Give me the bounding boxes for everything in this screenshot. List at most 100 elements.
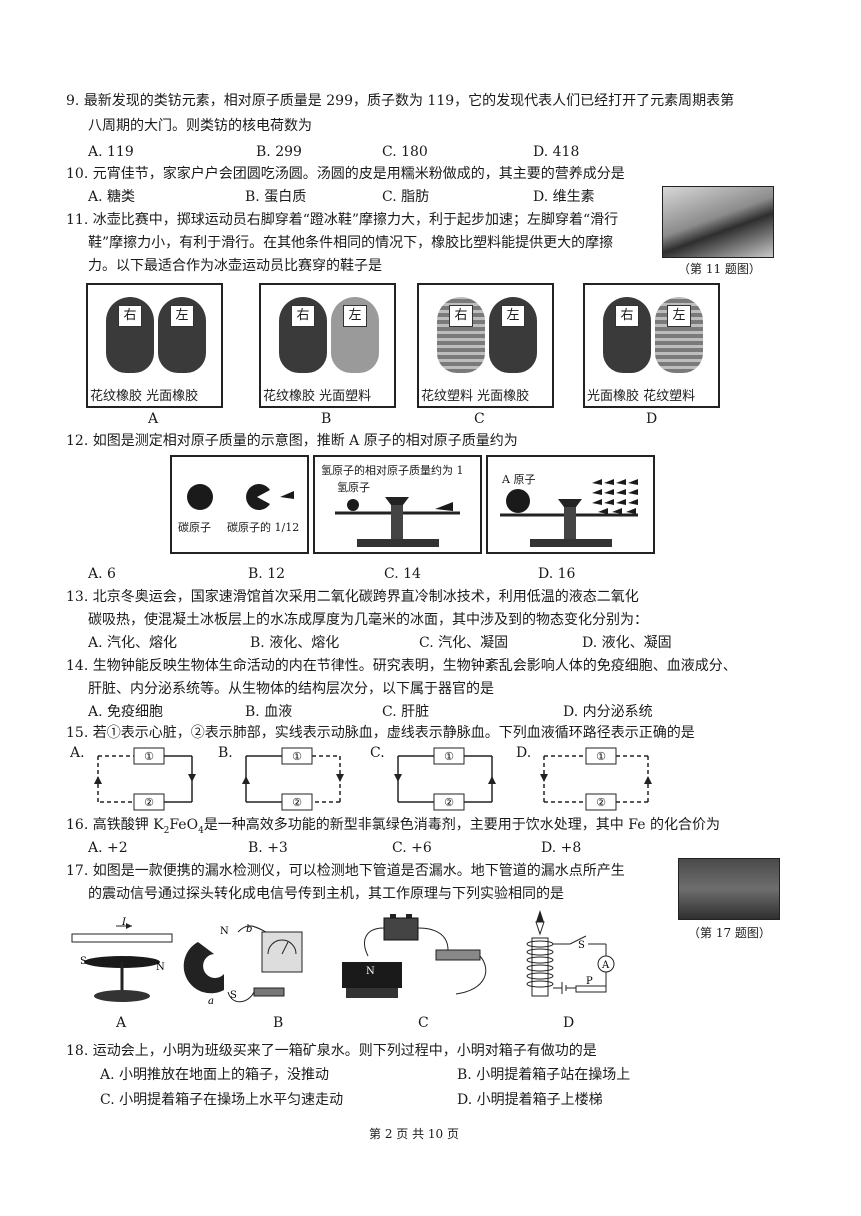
q14-option-b: B. 血液 (245, 704, 293, 720)
q9-option-c: C. 180 (382, 144, 428, 160)
q17-letter-a: A (116, 1015, 127, 1031)
q12-option-b: B. 12 (248, 566, 286, 582)
q13-line1: 13. 北京冬奥运会，国家速滑馆首次采用二氧化碳跨界直冷制冰技术，利用低温的液态… (66, 589, 639, 605)
q9-option-d: D. 418 (533, 144, 580, 160)
q17-line1: 17. 如图是一款便携的漏水检测仪，可以检测地下管道是否漏水。地下管道的漏水点所… (66, 863, 625, 879)
q11-choice-a-caption: 花纹橡胶 光面橡胶 (90, 389, 199, 404)
q12-a-atom-figure: A 原子 (486, 455, 655, 554)
q16-line1: 16. 高铁酸钾 K2FeO4是一种高效多功能的新型非氯绿色消毒剂，主要用于饮水… (66, 817, 720, 836)
lung-label: ② (444, 796, 454, 809)
svg-text:S: S (230, 990, 237, 1001)
left-tag: 左 (170, 305, 194, 327)
q13-option-c: C. 汽化、凝固 (419, 635, 509, 651)
q12-carbon-figure: 碳原子 碳原子的 1/12 (170, 455, 309, 554)
q11-figure-caption: （第 11 题图） (678, 262, 761, 276)
q12-option-c: C. 14 (384, 566, 421, 582)
q17-figure-caption: （第 17 题图） (688, 926, 771, 940)
balance-scale-hydrogen-icon (335, 497, 460, 547)
heart-label: ① (144, 750, 154, 763)
q15-diagram-c: ① ② (394, 747, 496, 811)
q13-line2: 碳吸热，使混凝土冰板层上的水冻成厚度为几毫米的冰面，其中涉及到的物态变化分别为： (88, 612, 648, 628)
q16-option-d: D. +8 (541, 840, 582, 856)
q18-option-d: D. 小明提着箱子上楼梯 (457, 1092, 603, 1108)
q14-option-c: C. 肝脏 (382, 704, 430, 720)
q17-apparatus-d: A S P (526, 910, 615, 997)
q11-choice-c-letter: C (474, 411, 485, 427)
q10-option-b: B. 蛋白质 (245, 189, 307, 205)
leak-detector-photo (678, 858, 780, 920)
svg-text:N: N (366, 966, 375, 977)
q15-diagram-b: ① ② (242, 747, 344, 811)
page-footer: 第 2 页 共 10 页 (369, 1127, 459, 1141)
q12-line1: 12. 如图是测定相对原子质量的示意图，推断 A 原子的相对原子质量约为 (66, 433, 518, 449)
left-tag: 左 (501, 305, 525, 327)
q16-option-c: C. +6 (392, 840, 432, 856)
q17-apparatus-a: I S N (71, 917, 173, 1002)
q15-diagram-d: ① ② (540, 747, 652, 811)
svg-text:a: a (208, 996, 214, 1007)
q9-line2: 八周期的大门。则类钫的核电荷数为 (88, 118, 312, 134)
q17-letter-b: B (273, 1015, 284, 1031)
q16-option-b: B. +3 (248, 840, 288, 856)
q14-option-a: A. 免疫细胞 (88, 704, 164, 720)
right-tag: 右 (615, 305, 639, 327)
q15-letter-a: A. (70, 745, 85, 761)
q13-option-d: D. 液化、凝固 (582, 635, 672, 651)
q15-diagram-a: ① ② (94, 747, 196, 811)
lung-label: ② (144, 796, 154, 809)
q11-line1: 11. 冰壶比赛中，掷球运动员右脚穿着“蹬冰鞋”摩擦力大，利于起步加速；左脚穿着… (66, 212, 619, 228)
q18-option-c: C. 小明提着箱子在操场上水平匀速走动 (100, 1092, 344, 1108)
q11-choice-d-letter: D (646, 411, 658, 427)
q18-option-b: B. 小明提着箱子站在操场上 (457, 1067, 631, 1083)
left-tag: 左 (667, 305, 691, 327)
carbon-atom-label: 碳原子 (178, 521, 211, 534)
q11-choice-d-figure: 右 左 光面橡胶 花纹塑料 (583, 283, 720, 408)
q12-option-a: A. 6 (88, 566, 116, 582)
q15-line1: 15. 若①表示心脏，②表示肺部，实线表示动脉血，虚线表示静脉血。下列血液循环路… (66, 725, 695, 741)
q11-choice-c-caption: 花纹塑料 光面橡胶 (421, 389, 530, 404)
svg-text:S: S (80, 956, 87, 967)
q11-choice-a-figure: 右 左 花纹橡胶 光面橡胶 (86, 283, 223, 408)
q17-letter-d: D (563, 1015, 575, 1031)
q9-option-b: B. 299 (256, 144, 302, 160)
carbon-atoms-diagram (187, 484, 294, 510)
svg-text:I: I (121, 917, 127, 928)
q9-line1: 9. 最新发现的类钫元素，相对原子质量是 299，质子数为 119，它的发现代表… (66, 93, 735, 109)
hydrogen-atom-label: 氢原子 (337, 481, 370, 494)
q11-choice-c-figure: 右 左 花纹塑料 光面橡胶 (417, 283, 554, 408)
q17-apparatus-b: N S a b (183, 924, 303, 1007)
q14-line2: 肝脏、内分泌系统等。从生物体的结构层次分，以下属于器官的是 (88, 681, 494, 697)
heart-label: ① (292, 750, 302, 763)
q12-hydrogen-figure: 氢原子的相对原子质量约为 1 氢原子 (313, 455, 482, 554)
q18-line1: 18. 运动会上，小明为班级买来了一箱矿泉水。则下列过程中，小明对箱子有做功的是 (66, 1043, 597, 1059)
svg-text:A: A (601, 960, 610, 971)
q11-line3: 力。以下最适合作为冰壶运动员比赛穿的鞋子是 (88, 258, 382, 274)
q10-line1: 10. 元宵佳节，家家户户会团圆吃汤圆。汤圆的皮是用糯米粉做成的，其主要的营养成… (66, 166, 625, 182)
q11-choice-b-letter: B (321, 411, 332, 427)
q13-option-b: B. 液化、熔化 (250, 635, 340, 651)
q10-option-d: D. 维生素 (533, 189, 595, 205)
q11-choice-a-letter: A (148, 411, 159, 427)
svg-text:P: P (586, 976, 593, 987)
a-atom-label: A 原子 (502, 473, 536, 486)
q17-letter-c: C (418, 1015, 429, 1031)
q17-apparatus-c: N (342, 914, 487, 998)
right-tag: 右 (449, 305, 473, 327)
q11-choice-b-caption: 花纹橡胶 光面塑料 (263, 389, 372, 404)
carbon-fraction-label: 碳原子的 1/12 (227, 521, 300, 534)
svg-text:b: b (246, 924, 252, 935)
q17-line2: 的震动信号通过探头转化成电信号传到主机，其工作原理与下列实验相同的是 (88, 886, 564, 902)
q15-letter-d: D. (516, 745, 532, 761)
q15-letter-b: B. (218, 745, 233, 761)
balance-scale-a-atom-icon (500, 479, 638, 547)
right-tag: 右 (118, 305, 142, 327)
q13-option-a: A. 汽化、熔化 (88, 635, 178, 651)
heart-label: ① (444, 750, 454, 763)
q18-option-a: A. 小明推放在地面上的箱子，没推动 (100, 1067, 330, 1083)
right-tag: 右 (291, 305, 315, 327)
left-tag: 左 (343, 305, 367, 327)
hydrogen-title: 氢原子的相对原子质量约为 1 (321, 464, 464, 477)
lung-label: ② (292, 796, 302, 809)
q9-option-a: A. 119 (88, 144, 134, 160)
